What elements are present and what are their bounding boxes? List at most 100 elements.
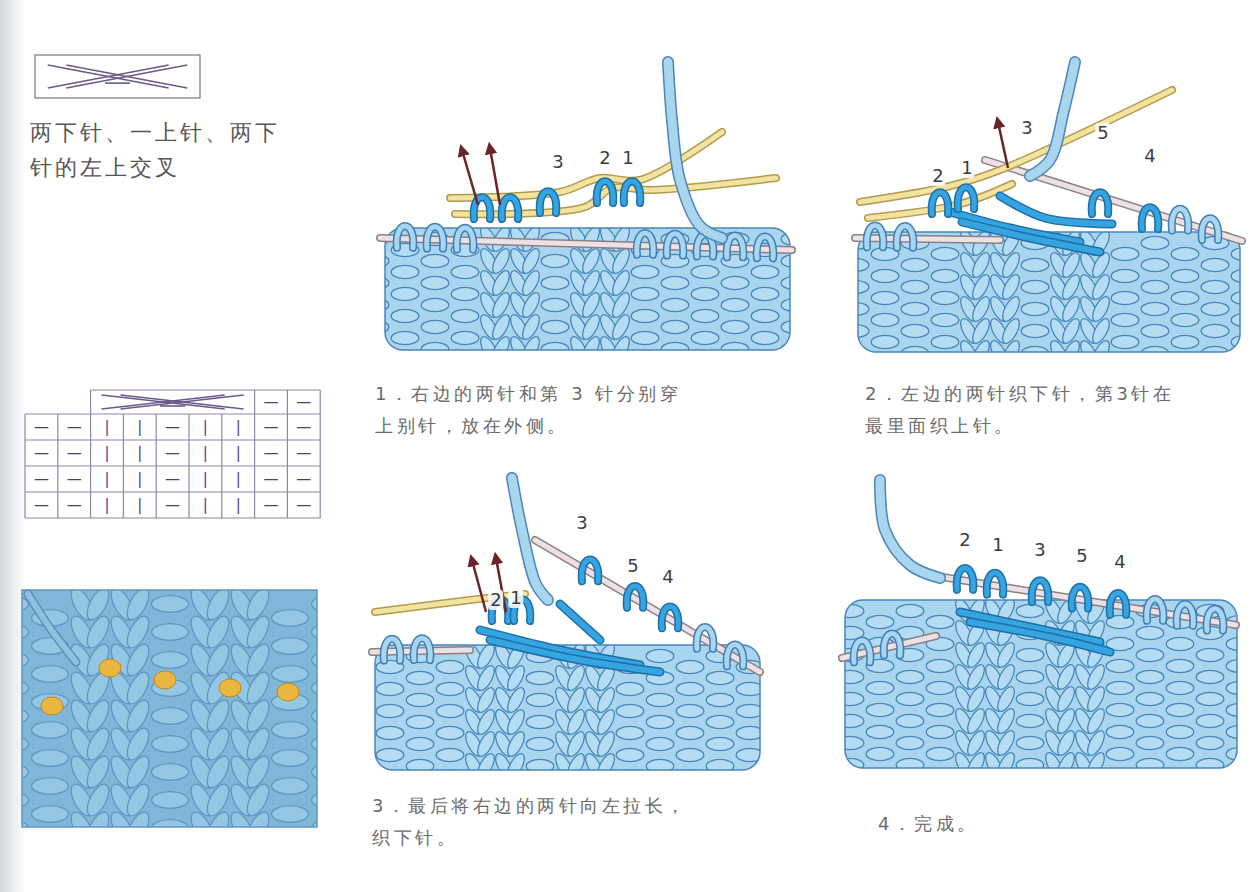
- cable-stitch: [597, 181, 614, 203]
- knit-stitch: [474, 685, 497, 715]
- stitch-loop: [1172, 209, 1189, 231]
- chart-line: [221, 414, 222, 518]
- purl-stitch: [1106, 659, 1134, 672]
- knit-stitch: [564, 729, 587, 759]
- knit-stitch: [1054, 684, 1077, 714]
- purl-stitch: [1021, 324, 1049, 337]
- chart-symbol: —: [255, 414, 288, 440]
- knit-stitch: [579, 246, 602, 276]
- knit-stitch: [969, 316, 992, 346]
- stitch-loop: [427, 227, 444, 249]
- purl-stitch: [1136, 648, 1164, 661]
- chart-line: [188, 414, 189, 518]
- purl-stitch: [866, 703, 894, 716]
- purl-stitch: [526, 715, 554, 728]
- purl-stitch: [421, 254, 449, 267]
- purl-stitch: [866, 681, 894, 694]
- purl-stitch: [845, 670, 864, 683]
- stitch-loop: [897, 226, 914, 248]
- cable-stitch: [624, 181, 641, 203]
- stitch-loop: [727, 645, 744, 667]
- stitch-loop: [667, 234, 684, 256]
- purl-stitch: [676, 660, 704, 673]
- knitted-fabric: [845, 600, 1237, 768]
- knit-stitch: [243, 753, 273, 791]
- purl-stitch: [931, 269, 959, 282]
- purl-stitch: [1196, 758, 1224, 768]
- purl-stitch: [616, 748, 644, 761]
- knit-stitch: [243, 725, 273, 763]
- knit-stitch: [83, 725, 113, 763]
- knit-stitch: [123, 697, 153, 735]
- knit-stitch: [609, 312, 632, 342]
- purl-stitch: [616, 704, 644, 717]
- purl-stitch: [376, 682, 404, 695]
- knit-stitch: [123, 809, 153, 827]
- purl-stitch: [1016, 736, 1044, 749]
- crossed-stitch: [560, 604, 600, 640]
- stitch-loop: [582, 560, 599, 582]
- purl-stitch: [1136, 714, 1164, 727]
- knit-stitch: [994, 706, 1017, 736]
- purl-stitch: [866, 725, 894, 738]
- callout-number: 2: [597, 148, 612, 168]
- purl-stitch: [32, 806, 69, 823]
- stitch-loop: [854, 641, 871, 663]
- stitch-loop: [1177, 604, 1194, 626]
- stitch-loop: [987, 573, 1004, 595]
- chart-symbol: |: [91, 440, 124, 466]
- knit-stitch: [243, 590, 273, 623]
- stitch-loop: [957, 568, 974, 590]
- purl-stitch: [646, 759, 674, 770]
- purl-stitch: [1111, 335, 1139, 348]
- cable-symbol-line: [120, 395, 243, 409]
- stitch-loop: [884, 634, 901, 656]
- purl-stitch: [926, 725, 954, 738]
- chart-symbol: —: [25, 466, 58, 492]
- purl-stitch: [1171, 313, 1199, 326]
- yarn: [880, 480, 940, 578]
- knit-stitch: [1089, 316, 1112, 346]
- chart-line: [156, 414, 157, 518]
- purl-stitch: [845, 604, 864, 617]
- purl-stitch: [421, 276, 449, 289]
- knit-stitch: [474, 663, 497, 693]
- swatch-photo: [0, 585, 388, 850]
- knit-stitch: [609, 290, 632, 320]
- cable-symbol-line: [66, 65, 187, 88]
- purl-stitch: [22, 820, 28, 827]
- knit-stitch: [564, 685, 587, 715]
- purl-stitch: [871, 291, 899, 304]
- purl-stitch: [406, 671, 434, 684]
- knit-stitch: [203, 590, 233, 623]
- knitting-needle: [855, 238, 1000, 240]
- knit-stitch: [123, 590, 153, 623]
- stitch-loop: [1032, 580, 1049, 602]
- direction-arrow: [998, 122, 1008, 168]
- stitch-loop: [627, 586, 644, 608]
- purl-stitch: [901, 302, 929, 315]
- purl-stitch: [1166, 703, 1194, 716]
- title: 两下针、一上针、两下针的左上交叉: [30, 115, 292, 185]
- knit-stitch: [243, 613, 273, 651]
- purl-stitch: [661, 342, 689, 350]
- purl-stitch: [1141, 236, 1169, 249]
- purl-stitch: [646, 649, 674, 662]
- knit-stitch: [1059, 250, 1082, 280]
- purl-stitch: [451, 331, 479, 344]
- cable-needle: [860, 90, 1172, 202]
- purl-stitch: [896, 670, 924, 683]
- purl-stitch: [721, 320, 749, 333]
- cable-needle: [868, 184, 1012, 218]
- stitch-loop: [582, 560, 599, 582]
- purl-stitch: [926, 703, 954, 716]
- knit-stitch: [123, 725, 153, 763]
- knit-stitch: [1054, 662, 1077, 692]
- step-caption: 2．左边的两针织下针，第3针在最里面织上针。: [865, 378, 1187, 441]
- knit-stitch: [203, 781, 233, 819]
- purl-stitch: [406, 693, 434, 706]
- purl-stitch: [152, 820, 189, 827]
- purl-stitch: [866, 747, 894, 760]
- purl-stitch: [541, 320, 569, 333]
- callout-number: 5: [625, 556, 640, 576]
